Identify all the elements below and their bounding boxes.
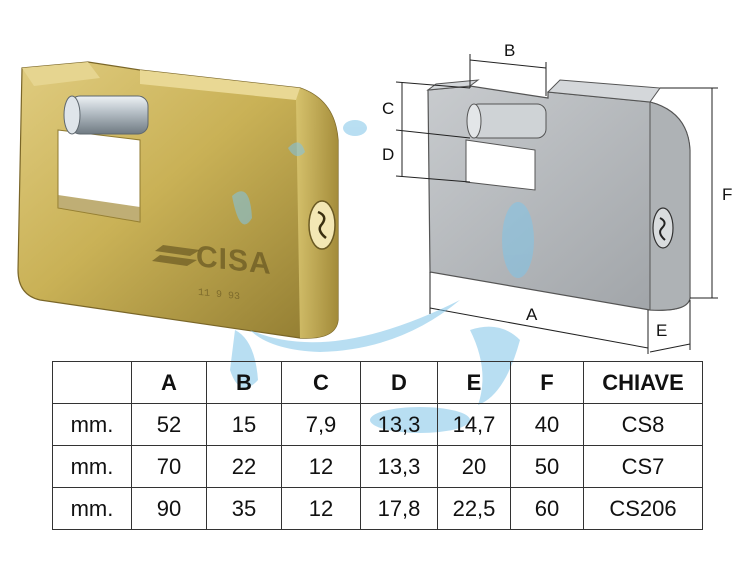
table-cell: 12	[281, 445, 361, 488]
cisa-logo-mark-icon	[152, 245, 200, 266]
table-row: mm. 70 22 12 13,3 20 50 CS7	[52, 445, 703, 488]
table-cell: 22	[206, 445, 282, 488]
table-cell: 13,3	[360, 403, 438, 446]
table-cell: 70	[131, 445, 207, 488]
header-cell: A	[131, 361, 207, 404]
table-header-row: A B C D E F CHIAVE	[52, 361, 703, 404]
brass-lock-shackle	[63, 95, 149, 135]
header-cell: B	[206, 361, 282, 404]
table-cell: 90	[131, 487, 207, 530]
table-cell: CS7	[583, 445, 703, 488]
table-cell: 40	[510, 403, 584, 446]
table-cell: 35	[206, 487, 282, 530]
table-cell: 14,7	[437, 403, 511, 446]
table-cell: 52	[131, 403, 207, 446]
dimension-label-b: B	[504, 41, 516, 60]
dimension-label-e: E	[656, 321, 668, 340]
brass-lock-keyhole-icon	[308, 200, 336, 250]
table-cell: mm.	[52, 487, 132, 530]
table-cell: mm.	[52, 403, 132, 446]
table-cell: 50	[510, 445, 584, 488]
dimension-label-f: F	[722, 185, 733, 204]
header-cell: C	[281, 361, 361, 404]
dimension-label-a: A	[526, 305, 538, 324]
table-cell: 20	[437, 445, 511, 488]
table-cell: 60	[510, 487, 584, 530]
table-cell: CS8	[583, 403, 703, 446]
table-row: mm. 90 35 12 17,8 22,5 60 CS206	[52, 487, 703, 530]
dimension-label-d: D	[382, 145, 395, 164]
table-cell: mm.	[52, 445, 132, 488]
header-cell: F	[510, 361, 584, 404]
spec-table: A B C D E F CHIAVE mm. 52 15 7,9 13,3 14…	[52, 361, 703, 530]
table-cell: 22,5	[437, 487, 511, 530]
header-cell	[52, 361, 132, 404]
table-cell: 7,9	[281, 403, 361, 446]
header-cell: E	[437, 361, 511, 404]
header-cell: CHIAVE	[583, 361, 703, 404]
table-row: mm. 52 15 7,9 13,3 14,7 40 CS8	[52, 403, 703, 446]
dimension-lines	[395, 54, 718, 354]
dimension-label-c: C	[382, 99, 395, 118]
table-cell: 15	[206, 403, 282, 446]
steel-padlock-drawing	[426, 79, 691, 311]
header-cell: D	[360, 361, 438, 404]
table-cell: 17,8	[360, 487, 438, 530]
table-cell: CS206	[583, 487, 703, 530]
table-cell: 13,3	[360, 445, 438, 488]
table-cell: 12	[281, 487, 361, 530]
